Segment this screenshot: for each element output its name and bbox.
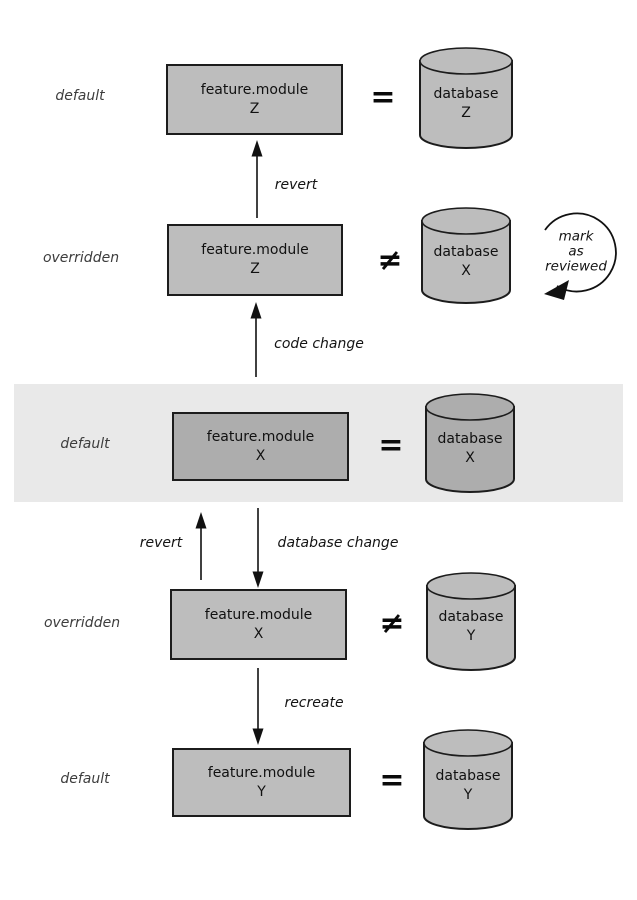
recreate-arrow xyxy=(252,668,264,745)
database-id: Y xyxy=(463,787,473,803)
module-name: feature.module xyxy=(207,764,316,781)
code-change-label: code change xyxy=(274,336,364,352)
database-id: X xyxy=(461,263,471,279)
recreate-label: recreate xyxy=(284,695,344,711)
database-cylinder-y-overridden xyxy=(426,572,516,671)
database-label: database Z xyxy=(434,85,499,123)
module-box: feature.module Z xyxy=(166,64,343,135)
database-cylinder-y-bottom xyxy=(423,729,513,830)
revert-label-top: revert xyxy=(274,177,318,193)
database-name: database xyxy=(433,244,499,260)
revert-arrow-middle xyxy=(195,512,207,580)
state-label: default xyxy=(60,436,110,452)
database-change-arrow xyxy=(252,508,264,588)
module-id: Z xyxy=(249,100,260,117)
database-cylinder-x-overridden xyxy=(421,207,511,304)
module-box: feature.module Z xyxy=(167,224,343,296)
module-name: feature.module xyxy=(206,428,315,445)
module-id: Z xyxy=(250,261,260,277)
database-label: database X xyxy=(434,243,499,281)
database-label: database Y xyxy=(439,608,504,646)
module-box: feature.module X xyxy=(170,589,347,660)
module-id: X xyxy=(255,447,266,464)
state-label: default xyxy=(55,88,105,104)
module-name: feature.module xyxy=(201,242,309,258)
database-label: database X xyxy=(438,430,503,468)
database-change-label: database change xyxy=(277,535,399,551)
database-cylinder-x-default xyxy=(425,393,515,493)
relation-sign: = xyxy=(379,763,405,798)
database-name: database xyxy=(433,86,499,102)
database-id: Y xyxy=(466,628,476,644)
database-id: X xyxy=(465,450,475,466)
code-change-arrow xyxy=(250,302,262,377)
state-label: overridden xyxy=(43,615,121,631)
module-box: feature.module Y xyxy=(172,748,351,817)
database-name: database xyxy=(437,431,503,447)
relation-sign: = xyxy=(378,428,404,463)
module-name: feature.module xyxy=(200,81,309,98)
module-id: Y xyxy=(257,783,266,800)
mark-as-reviewed-label: mark as reviewed xyxy=(545,228,607,275)
module-name: feature.module xyxy=(204,606,313,623)
state-label: default xyxy=(60,771,110,787)
relation-sign: = xyxy=(370,80,396,115)
relation-sign: ≠ xyxy=(377,243,403,278)
mark-as-reviewed-arrow-icon xyxy=(544,212,617,300)
module-id: X xyxy=(253,625,264,642)
database-label: database Y xyxy=(436,767,501,805)
revert-label-middle: revert xyxy=(139,535,183,551)
revert-arrow-top xyxy=(251,140,263,218)
state-label: overridden xyxy=(42,250,120,266)
database-name: database xyxy=(438,609,504,625)
database-name: database xyxy=(435,768,501,784)
database-cylinder-z-top xyxy=(419,47,513,149)
relation-sign: ≠ xyxy=(379,606,405,641)
database-id: Z xyxy=(461,105,471,121)
module-box: feature.module X xyxy=(172,412,349,481)
